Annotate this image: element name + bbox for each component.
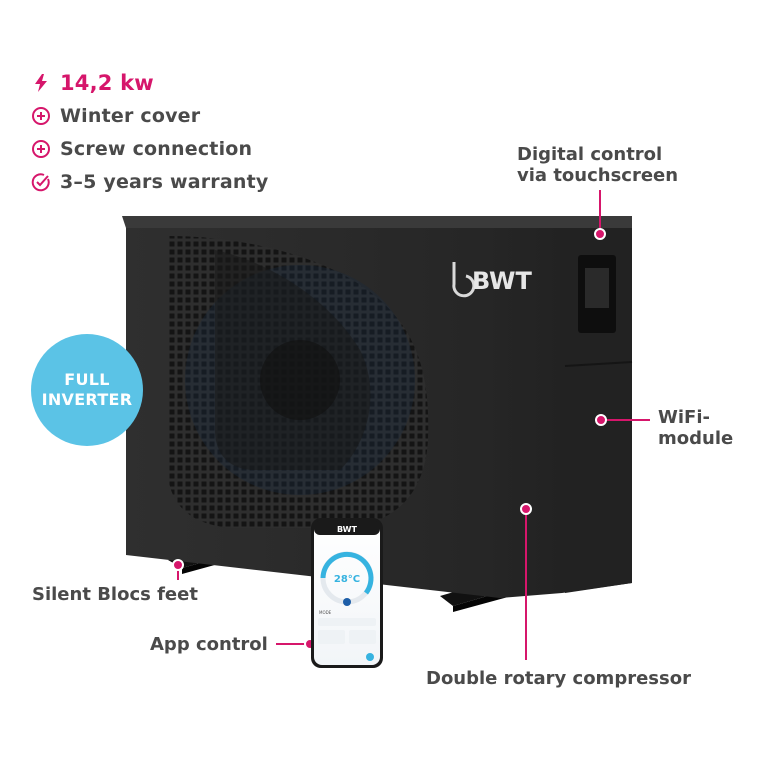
callout-silent-blocs: Silent Blocs feet	[32, 584, 198, 605]
heat-pump-top	[122, 216, 632, 228]
bwt-logo: BWT	[452, 262, 532, 298]
badge-line-1: FULL	[64, 370, 110, 389]
spec-label: 14,2 kw	[60, 70, 154, 95]
callout-touchscreen: Digital control via touchscreen	[517, 144, 678, 186]
spec-label: Winter cover	[60, 104, 201, 127]
bwt-logo-text: BWT	[472, 267, 532, 295]
callout-touchscreen-line-2: via touchscreen	[517, 165, 679, 186]
callout-app-control: App control	[150, 634, 268, 655]
phone-mode-label: MODE	[319, 610, 332, 615]
spec-label: Screw connection	[60, 137, 253, 160]
badge-line-2: INVERTER	[41, 390, 133, 409]
full-inverter-badge: FULL INVERTER	[31, 334, 143, 446]
fan-grille	[168, 236, 429, 528]
plus-circle-icon	[30, 105, 52, 127]
touchscreen-panel	[578, 255, 616, 333]
spec-screw-connection: Screw connection	[30, 132, 268, 165]
check-circle-icon	[30, 171, 52, 193]
callout-touchscreen-line-1: Digital control	[517, 144, 663, 165]
spec-warranty: 3–5 years warranty	[30, 165, 268, 198]
phone-temperature: 28°C	[334, 574, 360, 585]
callout-wifi-line-1: WiFi-	[658, 407, 710, 428]
plus-circle-icon	[30, 138, 52, 160]
callout-wifi-line-2: module	[658, 428, 734, 449]
callout-wifi: WiFi- module	[658, 407, 733, 449]
spec-winter-cover: Winter cover	[30, 99, 268, 132]
lightning-icon	[30, 72, 52, 94]
spec-list: 14,2 kw Winter cover Screw connection 3–…	[30, 66, 268, 198]
phone-brand: BWT	[337, 525, 357, 534]
smartphone: BWT 28°C MODE	[311, 518, 383, 668]
spec-power: 14,2 kw	[30, 66, 268, 99]
spec-label: 3–5 years warranty	[60, 170, 269, 193]
callout-compressor: Double rotary compressor	[426, 668, 691, 689]
